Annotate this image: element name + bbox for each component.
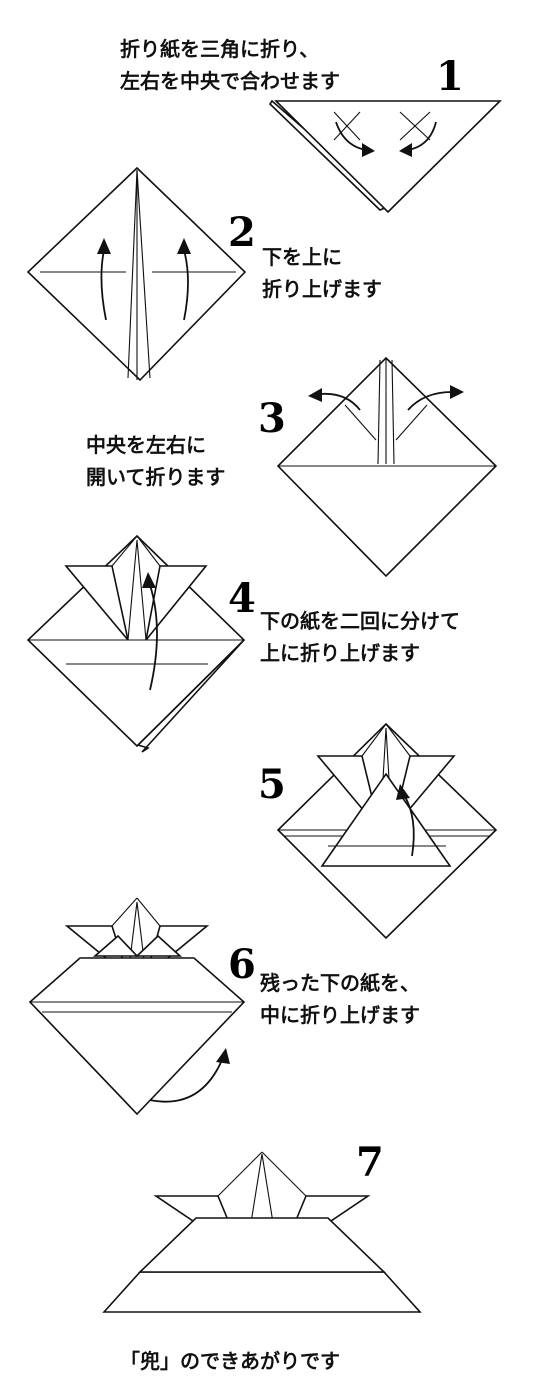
step-6-figure — [28, 897, 246, 1116]
step-1: 折り紙を三角に折り、 左右を中央で合わせます 1 — [120, 37, 502, 214]
fold-inside-arrow — [149, 1059, 223, 1103]
step-2-text-line-2: 折り上げます — [262, 277, 382, 301]
step-1-figure — [268, 99, 502, 214]
step-3-figure — [276, 356, 498, 578]
step-6-text-line-2: 中に折り上げます — [260, 1003, 420, 1027]
step-2-number: 2 — [228, 209, 256, 256]
step-6-number: 6 — [228, 941, 256, 988]
step-1-text-line-2: 左右を中央で合わせます — [120, 69, 340, 93]
step-3-text-line-2: 開いて折ります — [86, 465, 225, 489]
step-5-figure — [276, 722, 498, 940]
step-5-number: 5 — [258, 761, 286, 808]
open-arrow-left — [319, 392, 361, 411]
step-1-text-line-1: 折り紙を三角に折り、 — [120, 37, 319, 61]
step-5: 5 — [258, 722, 498, 940]
step-7-number: 7 — [356, 1139, 384, 1186]
step-3-text-line-1: 中央を左右に — [86, 433, 206, 457]
fold-up-arrow — [149, 584, 158, 691]
step-4: 4 下の紙を二回に分けて 上に折り上げます — [26, 534, 460, 753]
step-4-figure — [26, 534, 246, 753]
fold-up-arrow-left — [100, 249, 107, 321]
step-7: 7 「兜」のできあがりです — [102, 1139, 422, 1373]
open-arrow-right — [407, 391, 453, 411]
step-1-number: 1 — [436, 53, 464, 100]
step-6: 6 残った下の紙を、 中に折り上げます — [28, 897, 420, 1116]
step-4-text-line-2: 上に折り上げます — [260, 641, 420, 665]
final-caption: 「兜」のできあがりです — [120, 1349, 340, 1373]
step-2: 2 下を上に 折り上げます — [26, 166, 382, 382]
step-2-figure — [26, 166, 247, 382]
step-4-number: 4 — [228, 575, 256, 622]
step-3: 3 中央を左右に 開いて折ります — [86, 356, 498, 578]
step-4-text-line-1: 下の紙を二回に分けて — [260, 609, 460, 633]
fold-up-arrow-right — [183, 249, 189, 321]
step-3-number: 3 — [258, 395, 286, 442]
step-6-text-line-1: 残った下の紙を、 — [260, 971, 420, 995]
fold-up-arrow — [403, 794, 415, 857]
step-2-text-line-1: 下を上に — [262, 245, 342, 269]
step-7-figure-kabuto — [102, 1151, 422, 1313]
